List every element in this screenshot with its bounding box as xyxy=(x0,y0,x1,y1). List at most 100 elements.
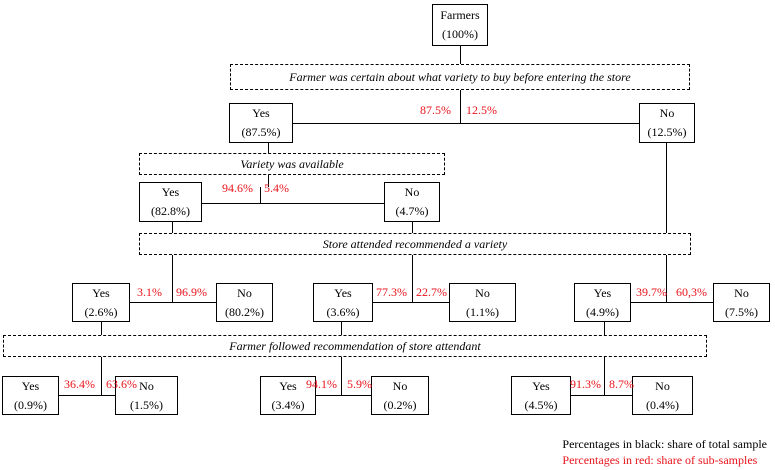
node-label: Yes xyxy=(161,185,180,199)
red-percentage-no: 5.4% xyxy=(264,181,289,195)
node-label: Yes xyxy=(593,285,612,300)
node-percentage: (2.6%) xyxy=(84,304,118,319)
connector-line xyxy=(260,187,261,203)
node-percentage: (4.7%) xyxy=(395,204,429,218)
question-text: Farmer followed recommendation of store … xyxy=(229,338,481,353)
question-store-recommended: Store attended recommended a variety xyxy=(139,233,691,255)
node-label: No xyxy=(392,378,408,393)
node-percentage: (100%) xyxy=(442,27,478,41)
red-percentage-yes: 3.1% xyxy=(137,285,162,299)
node-label: Yes xyxy=(252,106,270,120)
connector-line xyxy=(130,302,216,303)
red-percentage-no: 63.6% xyxy=(106,377,137,391)
root-node: Farmers (100%) xyxy=(432,4,488,46)
node-label: No xyxy=(659,106,675,120)
node-label: No xyxy=(655,378,670,393)
legend-red: Percentages in red: share of sub-samples xyxy=(562,453,758,467)
node-percentage: (4.5%) xyxy=(524,397,558,412)
node-recommended-yes: Yes (2.6%) xyxy=(72,283,130,322)
node-percentage: (3.6%) xyxy=(326,304,360,319)
node-available-no: No (4.7%) xyxy=(384,182,440,222)
node-percentage: (3.4%) xyxy=(271,397,305,412)
legend-black: Percentages in black: share of total sam… xyxy=(562,437,767,451)
node-recommended-yes: Yes (4.9%) xyxy=(574,283,631,322)
node-percentage: (1.5%) xyxy=(130,397,163,412)
node-label: No xyxy=(139,378,154,393)
connector-line xyxy=(268,143,269,154)
node-recommended-no: No (80.2%) xyxy=(216,283,273,322)
red-percentage-yes: 91.3% xyxy=(570,377,601,391)
red-percentage-no: 60,3% xyxy=(676,285,707,299)
node-label: No xyxy=(404,185,420,199)
red-percentage-no: 96.9% xyxy=(176,285,207,299)
node-recommended-yes: Yes (3.6%) xyxy=(313,283,373,322)
node-percentage: (80.2%) xyxy=(225,304,264,319)
question-text: Farmer was certain about what variety to… xyxy=(289,69,631,84)
node-percentage: (0.9%) xyxy=(14,397,47,412)
connector-line xyxy=(59,395,115,396)
node-percentage: (4.9%) xyxy=(586,304,619,319)
node-percentage: (1.1%) xyxy=(466,304,499,319)
connector-line xyxy=(293,123,639,124)
node-followed-yes: Yes (0.9%) xyxy=(2,376,59,415)
red-percentage-yes: 77.3% xyxy=(376,285,407,299)
connector-line xyxy=(101,357,102,395)
node-recommended-no: No (1.1%) xyxy=(449,283,516,322)
connector-line xyxy=(412,221,413,233)
node-followed-yes: Yes (4.5%) xyxy=(511,376,571,415)
connector-line xyxy=(631,302,713,303)
node-label: No xyxy=(734,285,749,300)
connector-line xyxy=(666,143,667,233)
node-label: Yes xyxy=(92,285,110,300)
node-label: Yes xyxy=(21,378,40,393)
red-percentage-yes: 39.7% xyxy=(636,285,667,299)
question-text: Variety was available xyxy=(240,156,344,171)
red-percentage-yes: 94.6% xyxy=(222,181,253,195)
connector-line xyxy=(373,302,449,303)
connector-line xyxy=(604,357,605,395)
node-followed-yes: Yes (3.4%) xyxy=(260,376,316,415)
red-percentage-yes: 87.5% xyxy=(420,103,451,117)
connector-line xyxy=(604,322,605,335)
red-percentage-no: 22.7% xyxy=(416,285,447,299)
node-label: No xyxy=(475,285,490,300)
connector-line xyxy=(341,357,342,395)
red-percentage-no: 8.7% xyxy=(609,377,634,391)
question-variety-available: Variety was available xyxy=(139,153,445,175)
node-percentage: (87.5%) xyxy=(241,125,281,139)
question-text: Store attended recommended a variety xyxy=(322,236,508,251)
red-percentage-no: 5.9% xyxy=(347,377,372,391)
node-label: Yes xyxy=(532,378,550,393)
connector-line xyxy=(316,395,371,396)
node-followed-no: No (0.4%) xyxy=(632,376,693,415)
connector-line xyxy=(460,90,461,123)
red-percentage-no: 12.5% xyxy=(466,103,497,117)
connector-line xyxy=(101,322,102,335)
node-label: Farmers xyxy=(440,8,480,22)
node-label: Yes xyxy=(279,378,297,393)
node-certain-yes: Yes (87.5%) xyxy=(229,103,293,143)
node-followed-no: No (1.5%) xyxy=(115,376,178,415)
connector-line xyxy=(172,255,173,302)
connector-line xyxy=(341,322,342,335)
red-percentage-yes: 36.4% xyxy=(64,377,95,391)
node-certain-no: No (12.5%) xyxy=(639,103,695,143)
connector-line xyxy=(202,203,384,204)
connector-line xyxy=(268,175,269,187)
node-followed-no: No (0.2%) xyxy=(371,376,429,415)
node-percentage: (12.5%) xyxy=(647,125,687,139)
question-followed-recommendation: Farmer followed recommendation of store … xyxy=(3,335,707,357)
connector-line xyxy=(460,45,461,64)
connector-line xyxy=(666,255,667,302)
node-label: Yes xyxy=(334,285,352,300)
node-percentage: (0.2%) xyxy=(383,397,417,412)
node-label: No xyxy=(237,285,252,300)
node-percentage: (7.5%) xyxy=(725,304,758,319)
legend: Percentages in black: share of total sam… xyxy=(562,436,767,468)
node-recommended-no: No (7.5%) xyxy=(713,283,770,322)
node-percentage: (82.8%) xyxy=(151,204,190,218)
connector-line xyxy=(172,221,173,233)
question-certain-variety: Farmer was certain about what variety to… xyxy=(230,64,690,90)
node-percentage: (0.4%) xyxy=(646,397,679,412)
red-percentage-yes: 94.1% xyxy=(306,377,337,391)
